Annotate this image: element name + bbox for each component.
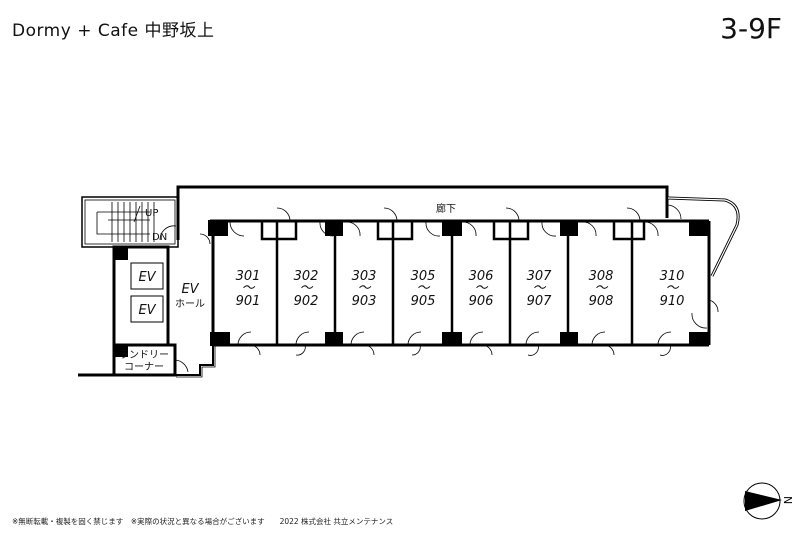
room-label-to: 910 [660, 294, 685, 309]
room-label-to: 908 [589, 294, 614, 309]
floor-label: 3-9F [720, 12, 782, 45]
room-label-from: 301 [236, 269, 261, 284]
elevator-1-label: EV [138, 270, 156, 285]
north-label: N [781, 496, 794, 504]
corridor-label: 廊下 [436, 202, 456, 215]
laundry-label-1: ランドリー [119, 349, 169, 361]
room-label-from: 305 [411, 269, 436, 284]
room-label-to: 907 [527, 294, 553, 309]
room-label-from: 302 [294, 269, 319, 284]
pipe-shafts [260, 219, 646, 241]
stairs [96, 202, 155, 242]
ev-hall-label-1: EV [181, 282, 199, 297]
building-title: Dormy + Cafe 中野坂上 [12, 21, 215, 41]
footer-disclaimer: ※無断転載・複製を固く禁じます ※実際の状況と異なる場合がございます 2022 … [12, 517, 394, 526]
room-label-to: 905 [411, 294, 436, 309]
room-label-from: 310 [660, 269, 685, 284]
room-label-from: 308 [589, 269, 614, 284]
room-label-range: ～ [665, 281, 679, 296]
room-label-range: ～ [357, 281, 371, 296]
stair-down-label: DN [152, 232, 167, 243]
elevator-2-label: EV [138, 303, 156, 318]
room-label-range: ～ [474, 281, 488, 296]
pillars [114, 220, 709, 357]
room-label-to: 901 [236, 294, 261, 309]
room-label-to: 903 [352, 294, 377, 309]
room-label-range: ～ [299, 281, 313, 296]
room-label-from: 307 [527, 269, 553, 284]
corridor-wall [176, 185, 669, 240]
room-label-range: ～ [241, 281, 255, 296]
room-labels: 301～901302～902303～903305～905306～906307～9… [236, 269, 685, 309]
balcony [667, 196, 740, 277]
room-label-from: 306 [469, 269, 494, 284]
room-label-from: 303 [352, 269, 377, 284]
room-label-to: 902 [294, 294, 319, 309]
north-compass-icon: N [743, 482, 794, 520]
room-label-range: ～ [416, 281, 430, 296]
room-dividers [275, 221, 634, 345]
stair-up-label: UP [145, 208, 158, 219]
ev-hall-label-2: ホール [175, 298, 205, 310]
room-label-range: ～ [594, 281, 608, 296]
doors [159, 204, 719, 373]
room-label-range: ～ [532, 281, 546, 296]
room-label-to: 906 [469, 294, 494, 309]
laundry-label-2: コーナー [124, 361, 164, 373]
